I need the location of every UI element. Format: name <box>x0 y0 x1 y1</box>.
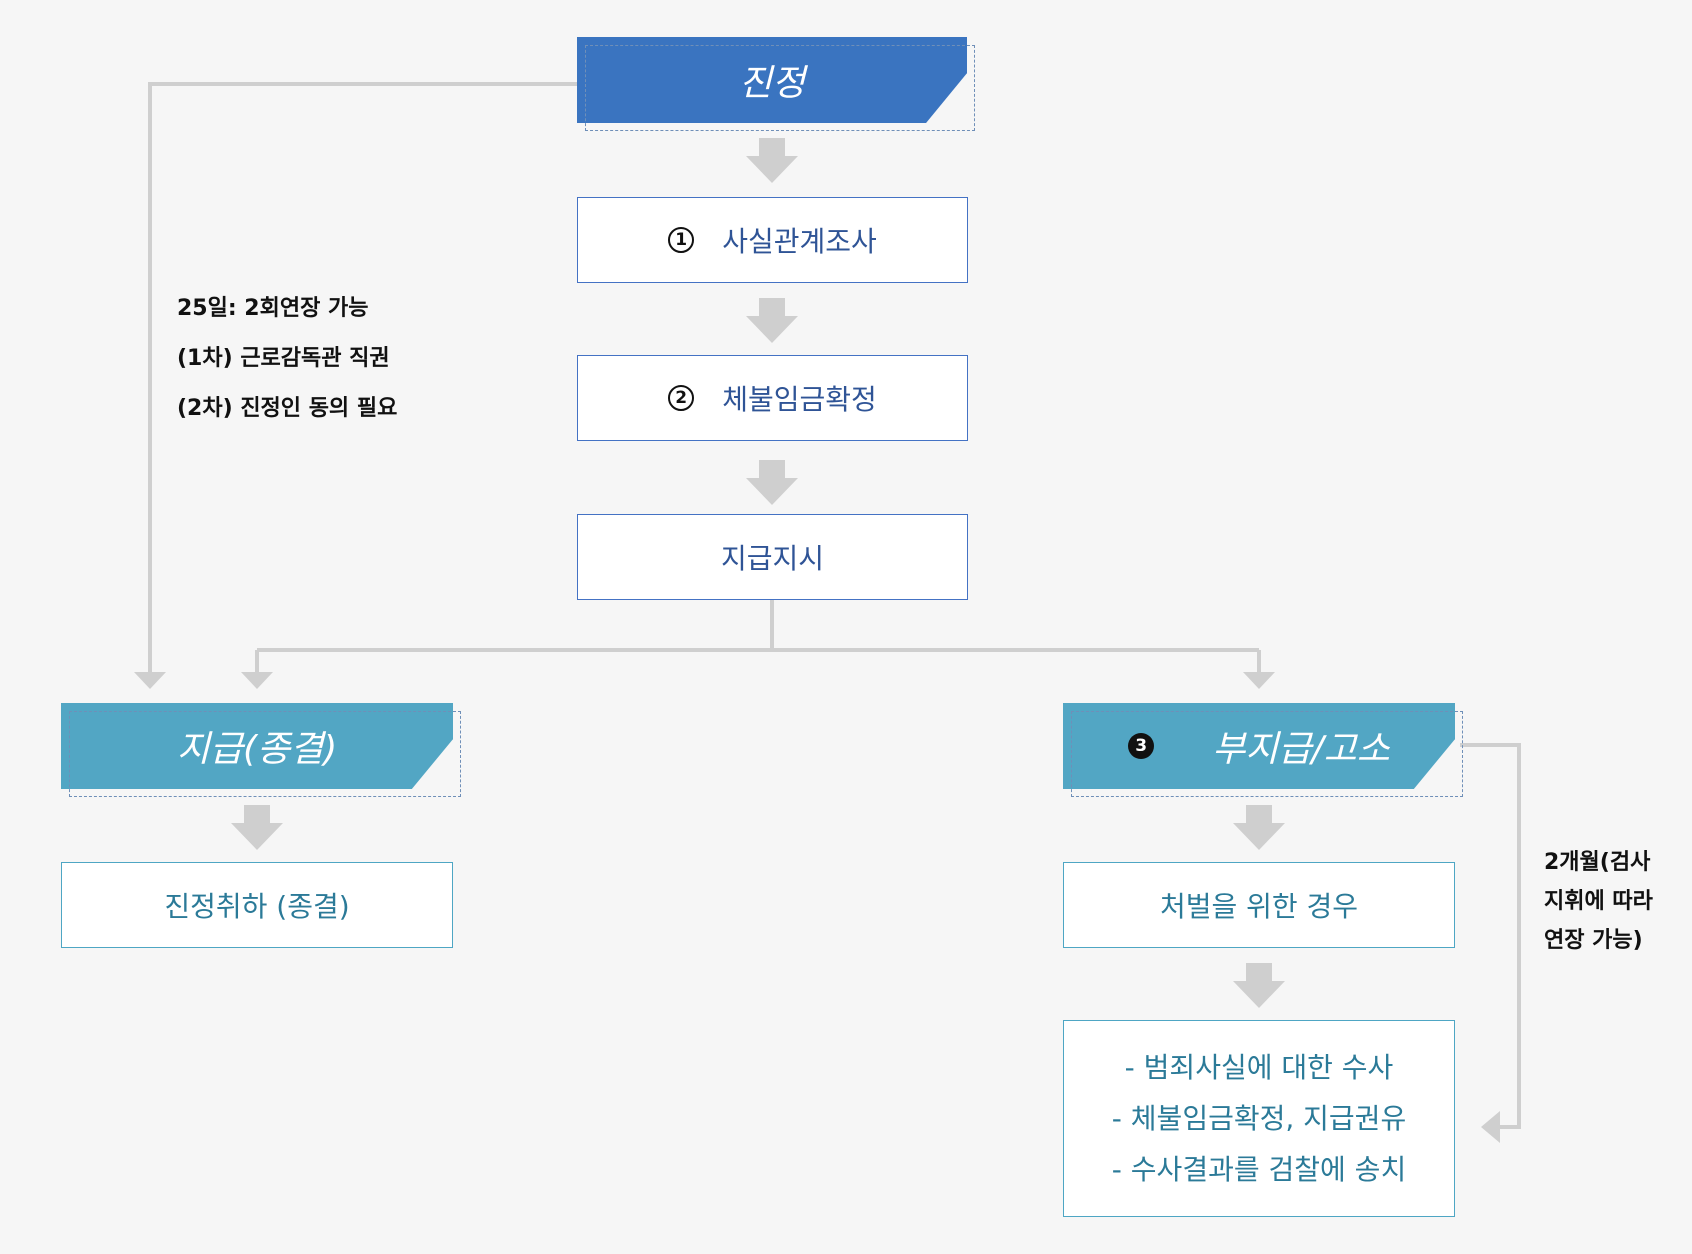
step-number-badge: 2 <box>668 385 695 411</box>
paid-closure-header: 지급(종결) <box>61 703 461 797</box>
investigation-item: - 체불임금확정, 지급권유 <box>1111 1102 1407 1135</box>
fact-check-step: 1 사실관계조사 <box>577 197 968 283</box>
arrowhead <box>1481 1111 1500 1143</box>
flow-arrow <box>746 298 798 343</box>
unpaid-complaint-header-label: 3 부지급/고소 <box>1063 703 1455 789</box>
extension-note-line: (1차) 근로감독관 직권 <box>177 346 390 371</box>
punishment-case-label: 처벌을 위한 경우 <box>1159 890 1359 923</box>
unpaid-complaint-label: 부지급/고소 <box>1212 729 1390 770</box>
extension-note-right: 2개월(검사 지휘에 따라 연장 가능) <box>1544 843 1653 960</box>
extension-note-line: 25일: 2회연장 가능 <box>177 296 369 321</box>
step-number-badge: 1 <box>668 227 695 253</box>
extension-note-left: 25일: 2회연장 가능 (1차) 근로감독관 직권 (2차) 진정인 동의 필… <box>177 284 397 434</box>
extension-note-line: (2차) 진정인 동의 필요 <box>177 396 398 421</box>
paid-closure-header-fill <box>61 703 453 789</box>
petition-withdrawal-box: 진정취하 (종결) <box>61 862 453 948</box>
investigation-box: - 범죄사실에 대한 수사 - 체불임금확정, 지급권유 - 수사결과를 검찰에… <box>1063 1020 1455 1217</box>
paid-closure-header-label: 지급(종결) <box>176 729 338 770</box>
petition-withdrawal-label: 진정취하 (종결) <box>164 890 350 923</box>
punishment-case-box: 처벌을 위한 경우 <box>1063 862 1455 948</box>
flow-arrow <box>746 138 798 183</box>
paid-closure-header-dashed-outline <box>69 711 461 797</box>
investigation-item: - 수사결과를 검찰에 송치 <box>1111 1153 1407 1186</box>
branch-line <box>255 600 1261 672</box>
wage-confirm-label: 체불임금확정 <box>722 383 877 416</box>
wage-confirm-step: 2 체불임금확정 <box>577 355 968 441</box>
extension-note-line: 지휘에 따라 <box>1544 889 1653 914</box>
flow-arrow <box>746 460 798 505</box>
unpaid-complaint-header: 3 부지급/고소 <box>1063 703 1463 797</box>
flow-arrow <box>231 805 283 850</box>
petition-header: 진정 <box>577 37 975 131</box>
petition-header-label: 진정 <box>738 63 806 104</box>
fact-check-label: 사실관계조사 <box>722 225 877 258</box>
timeout-line <box>148 82 577 672</box>
payment-order-step: 지급지시 <box>577 514 968 600</box>
petition-header-fill <box>577 37 967 123</box>
extension-note-line: 2개월(검사 <box>1544 850 1651 875</box>
payment-order-label: 지급지시 <box>720 542 825 575</box>
investigation-list: - 범죄사실에 대한 수사 - 체불임금확정, 지급권유 - 수사결과를 검찰에… <box>1112 1042 1406 1195</box>
petition-header-dashed-outline <box>585 45 975 131</box>
investigation-item: - 범죄사실에 대한 수사 <box>1124 1051 1394 1084</box>
arrowhead <box>241 672 273 689</box>
step-number-badge: 3 <box>1128 733 1155 759</box>
arrowhead <box>1243 672 1275 689</box>
extension-note-line: 연장 가능) <box>1544 928 1643 953</box>
unpaid-complaint-header-dashed-outline <box>1071 711 1463 797</box>
flow-arrow <box>1233 805 1285 850</box>
escalation-line <box>1460 743 1521 1129</box>
arrowhead <box>134 672 166 689</box>
flow-arrow <box>1233 963 1285 1008</box>
